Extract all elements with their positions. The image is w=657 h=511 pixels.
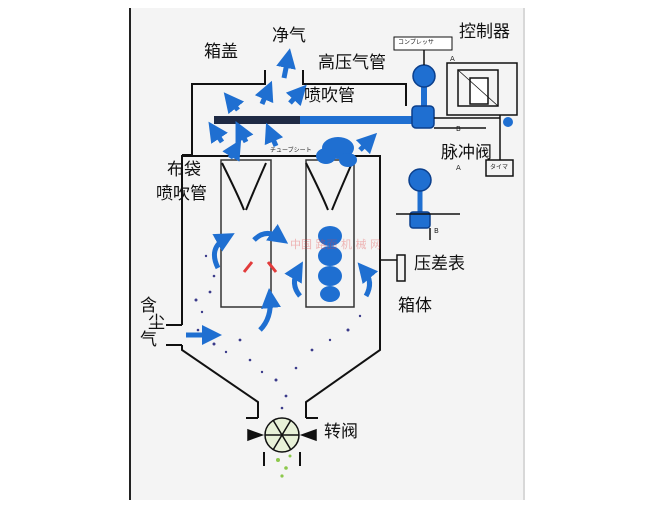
label-rotary-valve: 转阀 [324, 422, 358, 442]
dust-particles [194, 254, 362, 410]
label-cover: 箱盖 [204, 42, 238, 62]
label-mark-b1: B [456, 125, 461, 133]
label-pulse-valve: 脉冲阀 [441, 143, 492, 163]
label-mark-a2: A [456, 164, 461, 172]
venturi-nozzles [221, 162, 353, 211]
label-compressor: コンプレッサ [398, 39, 434, 46]
label-dust-gas: 含 尘 气 [140, 298, 165, 349]
cleaning-burst [316, 137, 357, 302]
label-housing: 箱体 [398, 296, 432, 316]
label-high-pressure-pipe: 高压气管 [318, 53, 386, 73]
blow-pipe-blue-section [300, 116, 424, 124]
label-blow-pipe: 喷吹管 [304, 86, 355, 106]
label-timer: タイマ [490, 164, 509, 171]
label-dust-gas-1: 含 [140, 296, 157, 316]
label-dust-gas-3: 气 [140, 330, 157, 350]
housing-outline [166, 70, 407, 466]
rotary-valve [247, 417, 317, 453]
label-clean-gas: 净气 [272, 26, 306, 46]
controller-box [434, 62, 518, 177]
label-tube-sheet: チューブシート [270, 147, 312, 154]
label-bag: 布袋 [167, 160, 201, 180]
label-dust-gas-2: 尘 [148, 313, 165, 333]
pressure-gauge [380, 254, 406, 282]
solenoid-icon [503, 117, 513, 127]
label-nozzle: 喷吹管 [156, 184, 207, 204]
pulse-valve-group [393, 36, 453, 129]
dust-release-arrows [242, 261, 278, 273]
label-mark-a1: A [450, 55, 455, 63]
label-pressure-gauge: 压差表 [414, 254, 465, 274]
airflow-arrows [186, 48, 379, 345]
example-pulse-valve [396, 168, 460, 240]
watermark-text: 中国 路面 机 械 网 [290, 237, 381, 251]
label-mark-b2: B [434, 227, 439, 235]
discharged-dust [276, 454, 292, 478]
label-controller: 控制器 [459, 22, 510, 42]
